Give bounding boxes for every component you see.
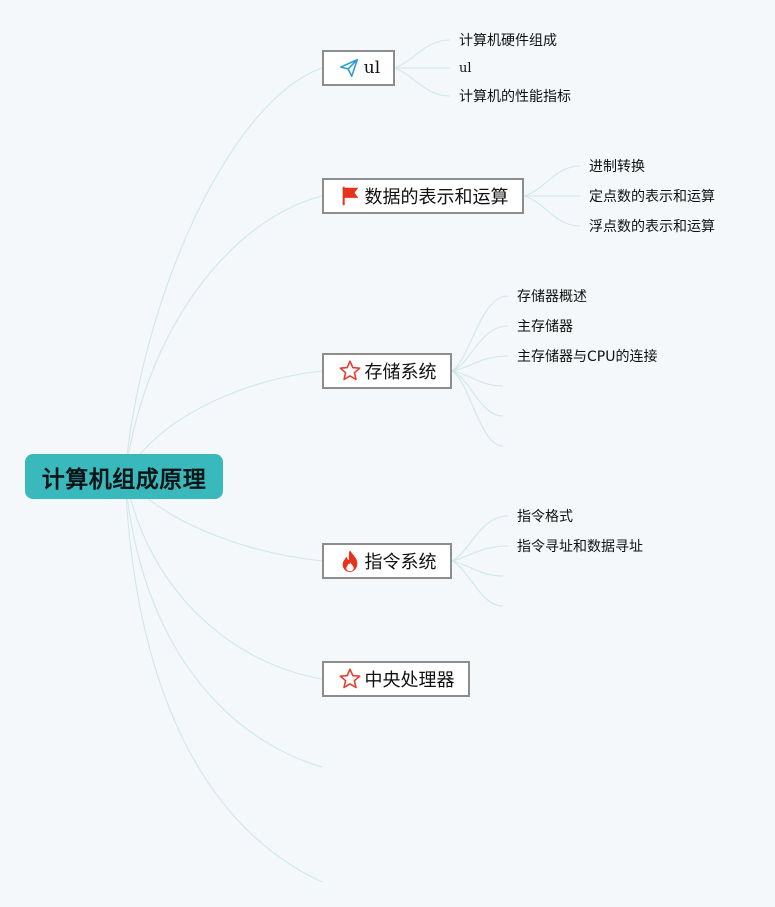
leaf-instruction-1[interactable]: 指令格式: [517, 509, 573, 525]
link-root-ul: [124, 67, 323, 477]
link-root-empty-1: [124, 475, 323, 768]
leaf-storage-2[interactable]: 主存储器: [517, 319, 573, 335]
leaf-data-2[interactable]: 定点数的表示和运算: [589, 189, 715, 205]
topic-instruction-label: 指令系统: [364, 552, 437, 573]
root-topic[interactable]: 计算机组成原理: [25, 454, 223, 499]
link-data-child-1: [523, 165, 581, 197]
star-outline-icon: [338, 667, 362, 691]
leaf-ul-1[interactable]: 计算机硬件组成: [459, 33, 557, 49]
root-topic-label: 计算机组成原理: [41, 466, 207, 493]
leaf-data-3[interactable]: 浮点数的表示和运算: [589, 219, 715, 235]
link-instruction-empty-1: [451, 560, 504, 577]
star-outline-icon: [338, 359, 362, 383]
leaf-storage-1[interactable]: 存储器概述: [517, 289, 587, 305]
link-data-child-3: [523, 195, 581, 227]
leaf-ul-3[interactable]: 计算机的性能指标: [459, 89, 571, 105]
link-storage-child-3: [451, 355, 509, 372]
topic-data-label: 数据的表示和运算: [364, 187, 509, 208]
link-storage-empty-3: [451, 370, 504, 447]
link-storage-empty-2: [451, 370, 504, 417]
link-storage-child-1: [451, 295, 509, 372]
paper-plane-icon: [337, 56, 361, 80]
topic-storage-label: 存储系统: [364, 362, 437, 383]
fire-icon: [338, 549, 362, 573]
link-root-empty-2: [124, 475, 323, 883]
topic-cpu[interactable]: 中央处理器: [322, 661, 470, 697]
link-ul-child-3: [394, 67, 451, 97]
topic-cpu-label: 中央处理器: [364, 670, 455, 691]
link-storage-empty-1: [451, 370, 504, 387]
leaf-data-1[interactable]: 进制转换: [589, 159, 645, 175]
link-root-data: [124, 195, 323, 477]
topic-ul-label: ul: [363, 58, 381, 78]
link-root-cpu: [124, 475, 323, 680]
link-instruction-empty-2: [451, 560, 504, 607]
leaf-ul-2[interactable]: ul: [459, 61, 472, 76]
link-storage-child-2: [451, 325, 509, 372]
topic-ul[interactable]: ul: [322, 50, 395, 86]
leaf-storage-3[interactable]: 主存储器与CPU的连接: [517, 349, 658, 365]
topic-data-representation[interactable]: 数据的表示和运算: [322, 178, 524, 214]
link-ul-child-1: [394, 39, 451, 69]
topic-instruction-system[interactable]: 指令系统: [322, 543, 452, 579]
link-instruction-child-2: [451, 545, 509, 562]
topic-storage-system[interactable]: 存储系统: [322, 353, 452, 389]
link-instruction-child-1: [451, 515, 509, 562]
leaf-instruction-2[interactable]: 指令寻址和数据寻址: [517, 539, 643, 555]
red-flag-icon: [338, 184, 362, 208]
